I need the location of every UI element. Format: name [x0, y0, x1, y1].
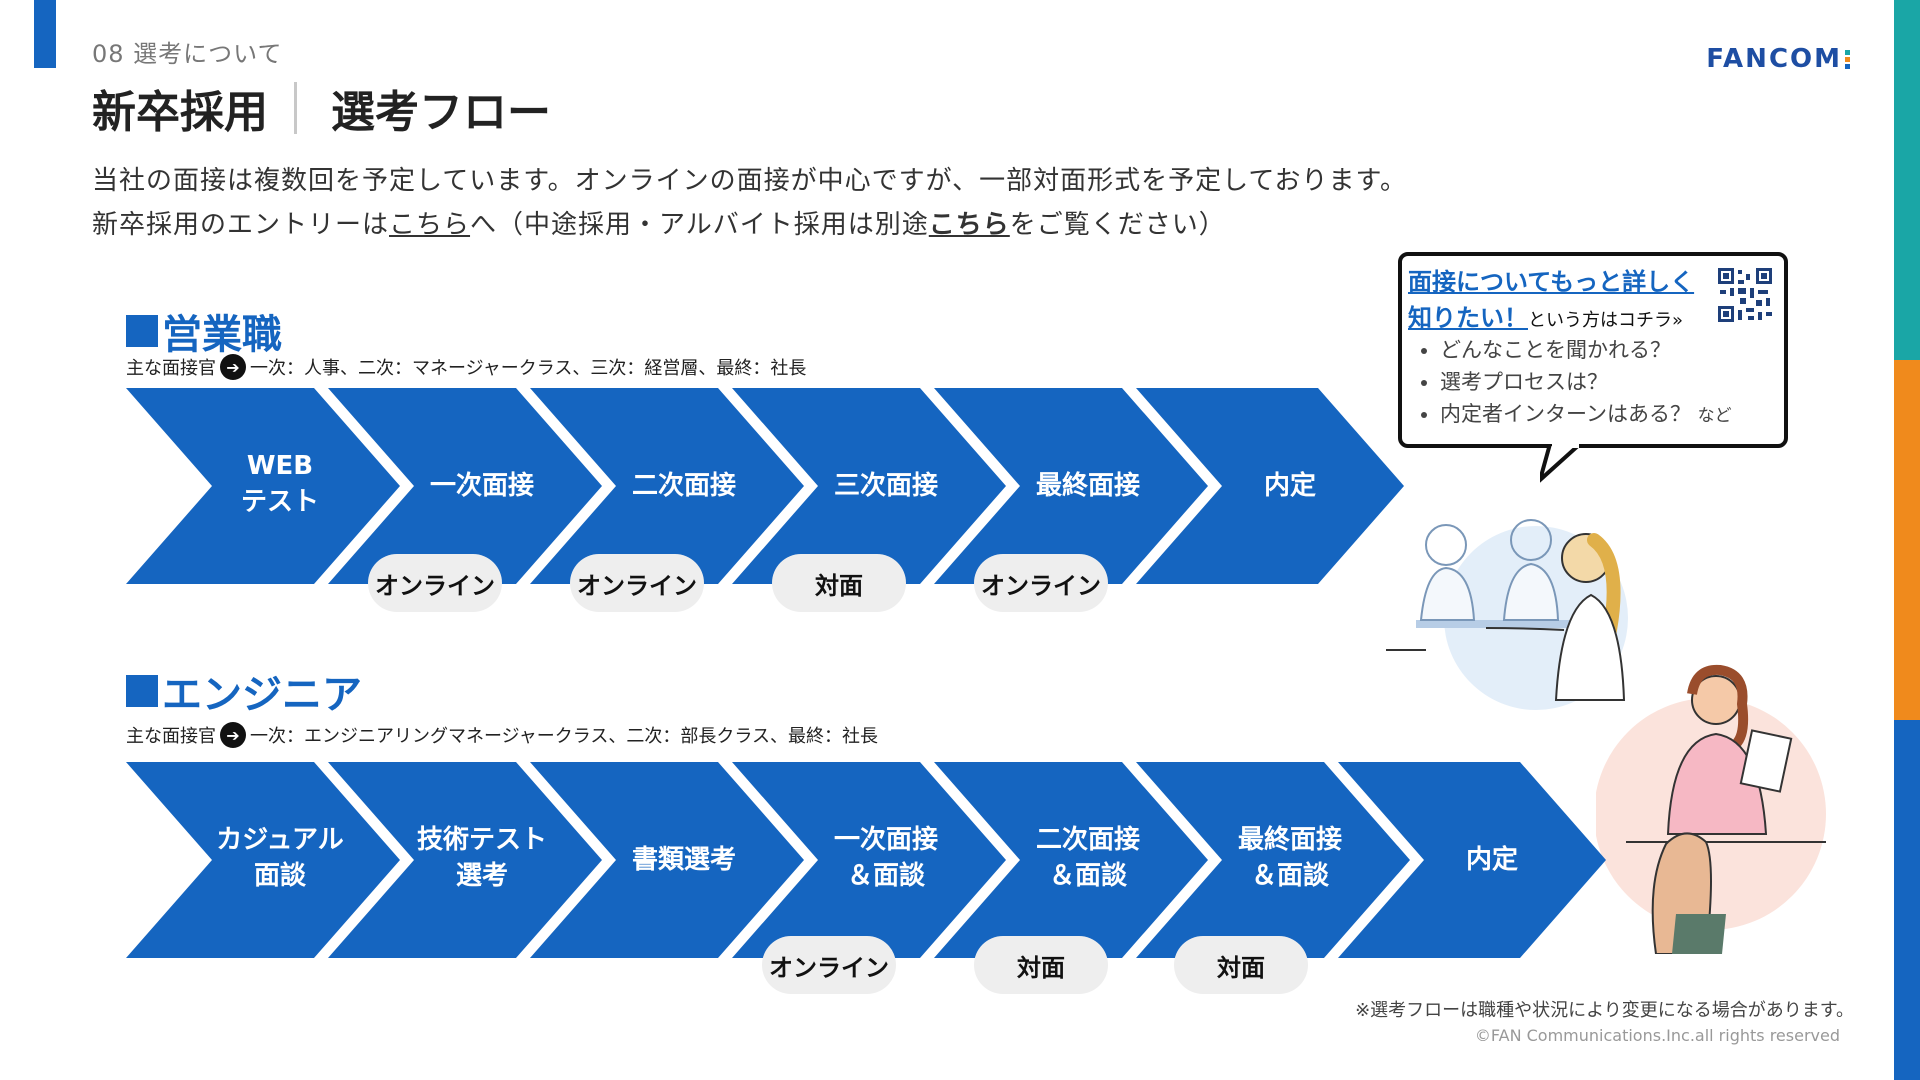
chevron-step-1: [126, 762, 400, 958]
step-meeting: 面談: [253, 861, 306, 891]
logo-dots: [1845, 49, 1850, 69]
pill-online: オンライン: [974, 554, 1108, 612]
sales-interviewers: 主な面接官 ➔ 一次：人事、二次：マネージャークラス、三次：経営層、最終：社長: [126, 354, 806, 380]
intro-text-a: 新卒採用のエントリーは: [92, 210, 390, 240]
callout-head-suffix: という方はコチラ»: [1528, 310, 1684, 331]
step-second-line2: ＆面談: [1048, 861, 1127, 891]
step-first-interview: 一次面接 ＆面談: [786, 822, 986, 894]
chevron-step-4: [732, 762, 1006, 958]
step-final-line2: ＆面談: [1250, 861, 1329, 891]
copyright: ©FAN Communications.Inc.all rights reser…: [1474, 1026, 1840, 1045]
intro-text-c: をご覧ください）: [1009, 210, 1226, 240]
chevron-step-5: [934, 388, 1208, 584]
page-title: 新卒採用 選考フロー: [92, 76, 551, 140]
callout-head-line2: 知りたい！: [1408, 304, 1528, 332]
intro-line-1: 当社の面接は複数回を予定しています。オンラインの面接が中心ですが、一部対面形式を…: [92, 166, 1407, 196]
chevron-step-5: [934, 762, 1208, 958]
interview-illustration: [1386, 519, 1628, 710]
right-strip-blue: [1894, 720, 1920, 1080]
callout-head-line1: 面接についてもっと詳しく: [1408, 268, 1695, 296]
step-casual-meeting: カジュアル 面談: [180, 822, 380, 894]
step-third-interview: 三次面接: [833, 471, 938, 501]
callout-item-text: 内定者インターンはある？: [1440, 402, 1691, 426]
chevron-step-3: [530, 388, 804, 584]
engineer-interviewers: 主な面接官 ➔ 一次：エンジニアリングマネージャークラス、二次：部長クラス、最終…: [126, 722, 878, 748]
step-tech-test: 技術テスト 選考: [382, 822, 582, 894]
step-final-line1: 最終面接: [1237, 825, 1342, 855]
right-strip-teal: [1894, 0, 1920, 360]
interviewer-text: 一次：エンジニアリングマネージャークラス、二次：部長クラス、最終：社長: [250, 726, 879, 747]
step-first-interview: 一次面接: [429, 471, 534, 501]
section-label: 08 選考について: [92, 40, 283, 68]
chevron-step-2: [328, 388, 602, 584]
heading-square: [126, 675, 158, 707]
chevron-step-6: [1136, 388, 1404, 584]
callout-list: どんなことを聞かれる？ 選考プロセスは？ 内定者インターンはある？ など: [1420, 334, 1732, 432]
interviewer-label: 主な面接官: [126, 358, 216, 379]
step-final-interview: 最終面接: [1035, 471, 1140, 501]
faq-callout[interactable]: 面接についてもっと詳しく 知りたい！という方はコチラ» どんなことを聞かれる？ …: [1398, 252, 1788, 448]
chevron-step-2: [328, 762, 602, 958]
pill-in-person: 対面: [772, 554, 906, 612]
callout-heading[interactable]: 面接についてもっと詳しく 知りたい！という方はコチラ»: [1408, 264, 1694, 339]
pill-online: オンライン: [368, 554, 502, 612]
pill-in-person: 対面: [1174, 936, 1308, 994]
entry-link-midcareer[interactable]: こちら: [928, 210, 1010, 240]
chevron-step-6: [1136, 762, 1410, 958]
interviewer-text: 一次：人事、二次：マネージャークラス、三次：経営層、最終：社長: [250, 358, 807, 379]
callout-item: どんなことを聞かれる？: [1440, 334, 1732, 366]
pill-online: オンライン: [570, 554, 704, 612]
arrow-right-icon: ➔: [220, 722, 246, 748]
step-tech-test-line2: 選考: [455, 861, 508, 891]
intro-text-b: へ（中途採用・アルバイト採用は別途: [470, 210, 929, 240]
step-first-line1: 一次面接: [833, 825, 938, 855]
engineer-heading: エンジニア: [126, 662, 362, 720]
chevron-step-7: [1338, 762, 1606, 958]
footnote: ※選考フローは職種や状況により変更になる場合があります。: [1355, 1000, 1854, 1021]
step-first-line2: ＆面談: [846, 861, 925, 891]
logo-text: FANCOM: [1706, 44, 1842, 74]
sales-heading-text: 営業職: [162, 312, 282, 358]
heading-square: [126, 315, 158, 347]
step-casual: カジュアル: [216, 825, 344, 855]
step-offer: 内定: [1263, 471, 1316, 501]
step-test: テスト: [240, 487, 319, 517]
callout-item: 内定者インターンはある？ など: [1440, 398, 1732, 432]
step-second-interview: 二次面接 ＆面談: [988, 822, 1188, 894]
engineer-flow-chevrons: [126, 762, 1606, 958]
intro-line-2: 新卒採用のエントリーはこちらへ（中途採用・アルバイト採用は別途こちらをご覧くださ…: [92, 204, 1226, 241]
interviewer-label: 主な面接官: [126, 726, 216, 747]
chevron-step-3: [530, 762, 804, 958]
right-strip-orange: [1894, 360, 1920, 720]
step-offer: 内定: [1465, 845, 1518, 875]
step-tech-test-line1: 技術テスト: [416, 825, 547, 855]
step-web-test: WEB テスト: [180, 448, 380, 520]
callout-item-suffix: など: [1697, 406, 1732, 426]
title-separator: [294, 82, 297, 134]
step-second-interview: 二次面接: [631, 471, 736, 501]
title-right: 選考フロー: [331, 87, 551, 138]
chevron-step-1: [126, 388, 400, 584]
qr-code-icon[interactable]: [1716, 266, 1774, 324]
engineer-heading-text: エンジニア: [162, 672, 362, 718]
step-final-interview: 最終面接 ＆面談: [1190, 822, 1390, 894]
callout-tail: [1540, 444, 1583, 483]
entry-link-newgrad[interactable]: こちら: [389, 210, 471, 240]
title-left: 新卒採用: [92, 87, 268, 138]
handshake-illustration: [1596, 664, 1826, 954]
left-accent-bar: [34, 0, 56, 68]
step-document-screening: 書類選考: [631, 845, 736, 875]
sales-heading: 営業職: [126, 302, 282, 360]
sales-flow-chevrons: [126, 388, 1404, 584]
pill-in-person: 対面: [974, 936, 1108, 994]
step-second-line1: 二次面接: [1035, 825, 1140, 855]
chevron-step-4: [732, 388, 1006, 584]
company-logo: FANCOM: [1706, 44, 1850, 74]
callout-item: 選考プロセスは？: [1440, 366, 1732, 398]
arrow-right-icon: ➔: [220, 354, 246, 380]
step-web: WEB: [246, 451, 314, 481]
pill-online: オンライン: [762, 936, 896, 994]
